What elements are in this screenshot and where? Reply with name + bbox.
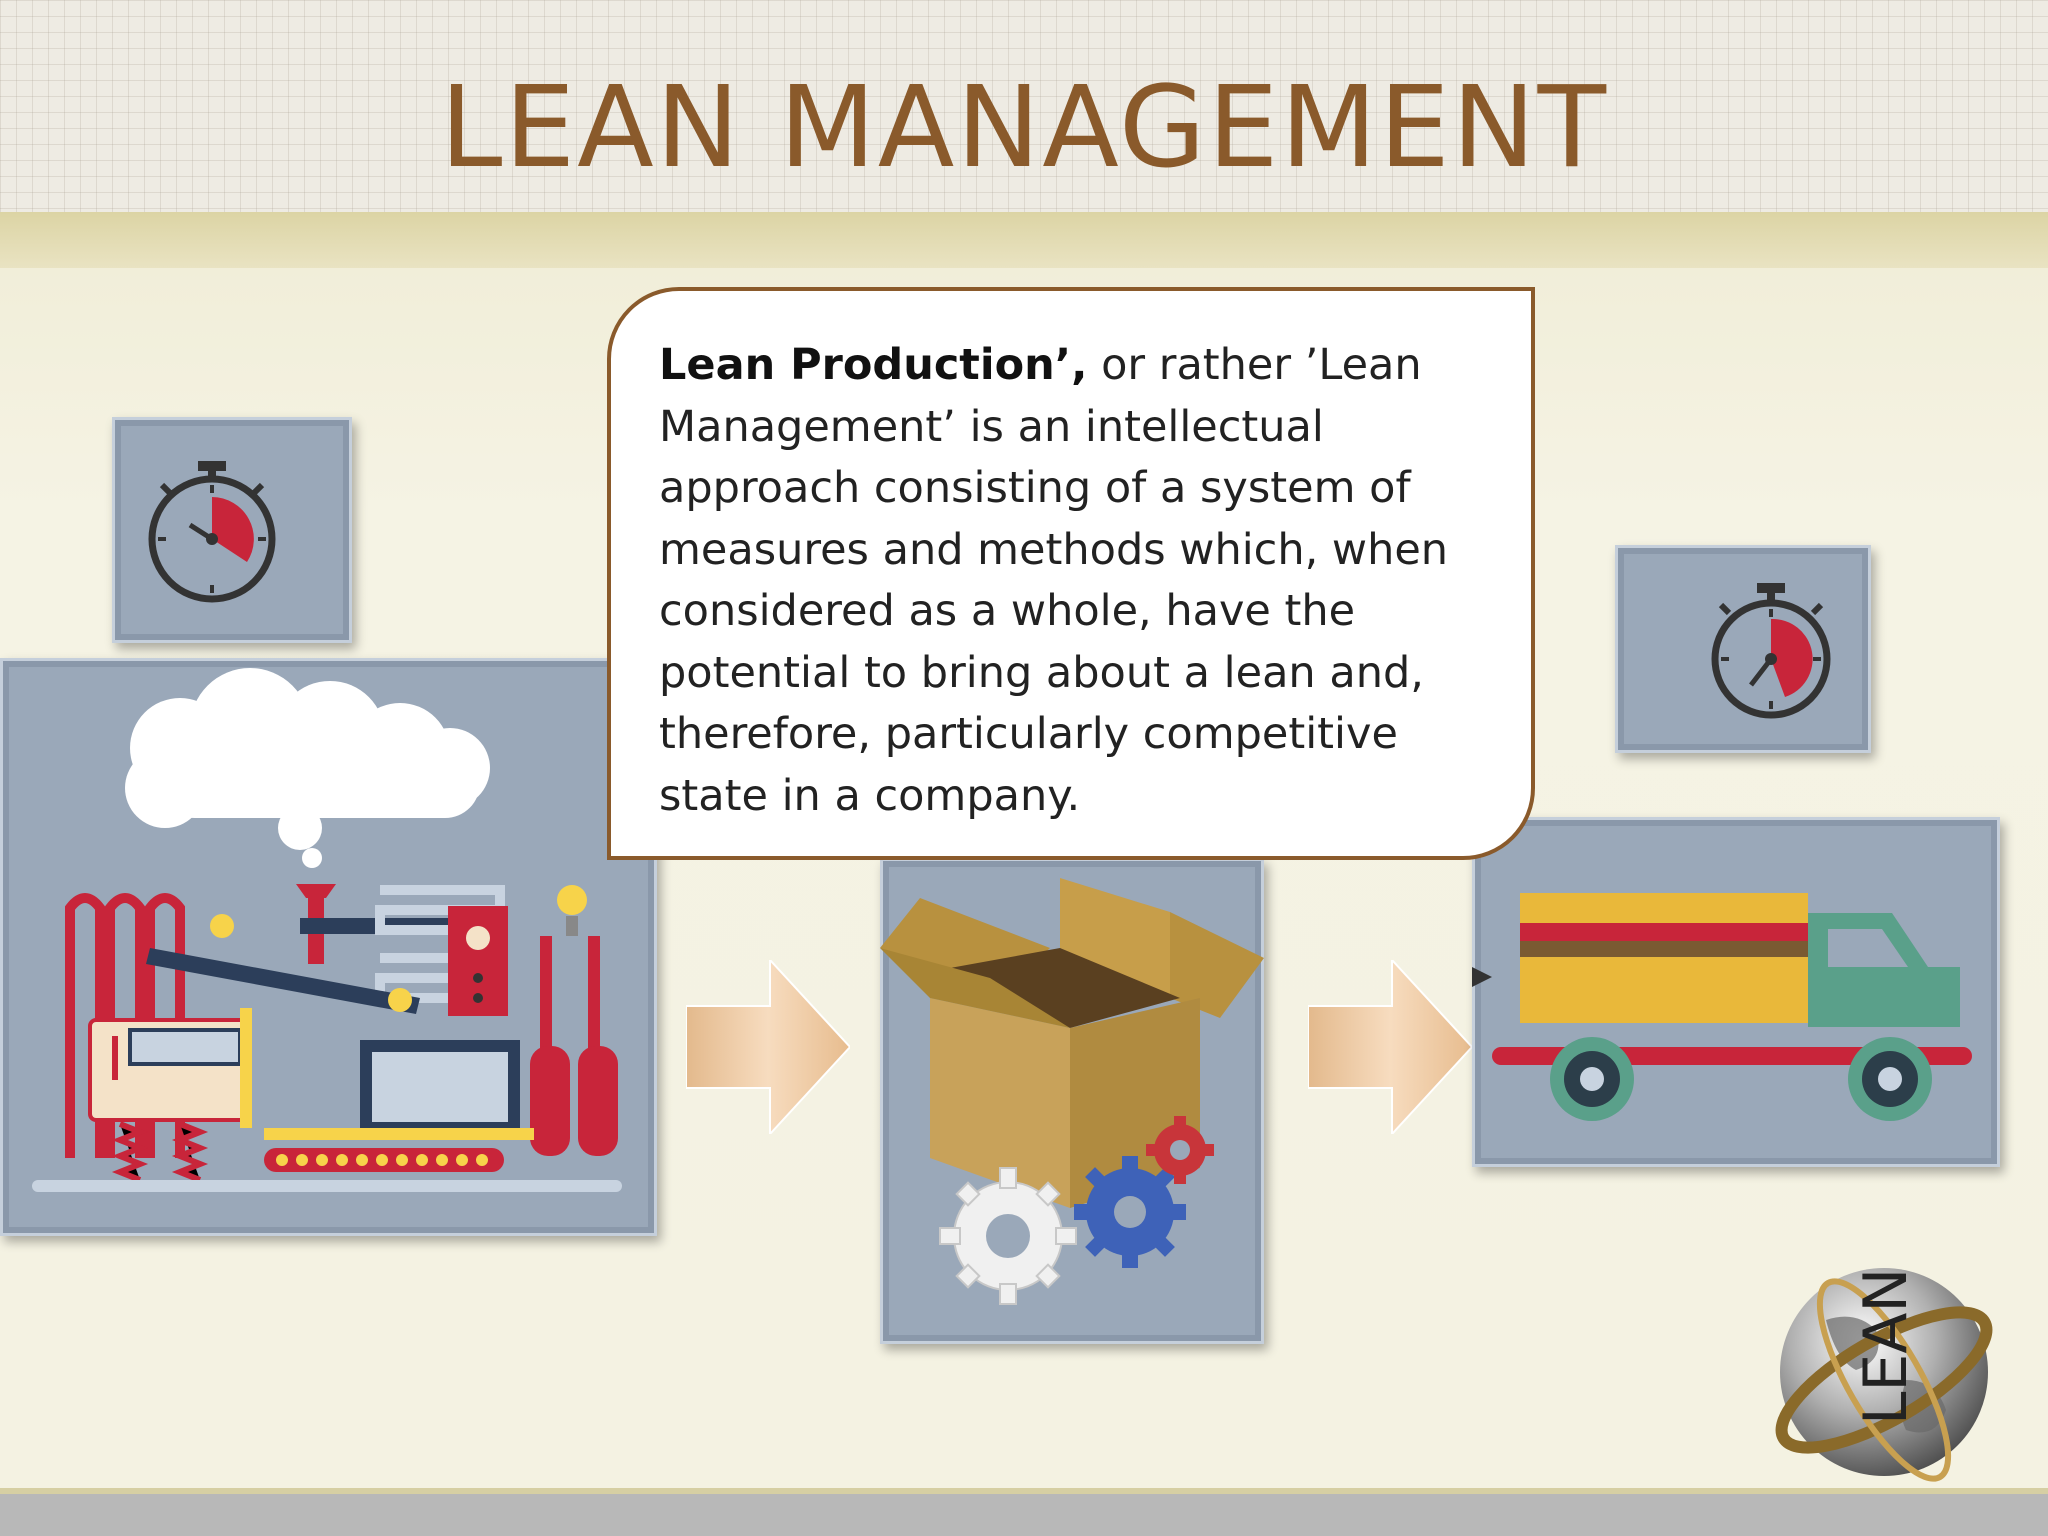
stopwatch-icon	[1711, 583, 1831, 719]
stopwatch-icon	[148, 461, 276, 603]
arrow-right-icon	[686, 960, 850, 1134]
gears-icon	[939, 1116, 1214, 1305]
definition-callout: Lean Production’, or rather ’Lean Manage…	[607, 287, 1535, 860]
header-band	[0, 212, 2048, 268]
globe-label: LEAN	[1851, 1268, 1921, 1425]
callout-body: or rather ’Lean Management’ is an intell…	[659, 340, 1449, 821]
globe-icon: LEAN	[1775, 1268, 1993, 1482]
box-panel	[880, 858, 1264, 1344]
factory-machine-icon	[32, 668, 622, 1192]
arrow-right-icon	[1308, 960, 1472, 1134]
delivery-truck-icon	[1472, 893, 1972, 1121]
stopwatch-panel-right	[1615, 545, 1871, 753]
truck-panel	[1472, 817, 2000, 1167]
slide-header	[0, 0, 2048, 212]
stopwatch-panel-left	[112, 417, 352, 643]
callout-text: Lean Production’, or rather ’Lean Manage…	[659, 335, 1489, 827]
factory-panel	[0, 658, 657, 1236]
slide-title: LEAN MANAGEMENT	[440, 63, 1608, 193]
slide-footer	[0, 1488, 2048, 1536]
callout-bold-lead: Lean Production’,	[659, 340, 1088, 390]
